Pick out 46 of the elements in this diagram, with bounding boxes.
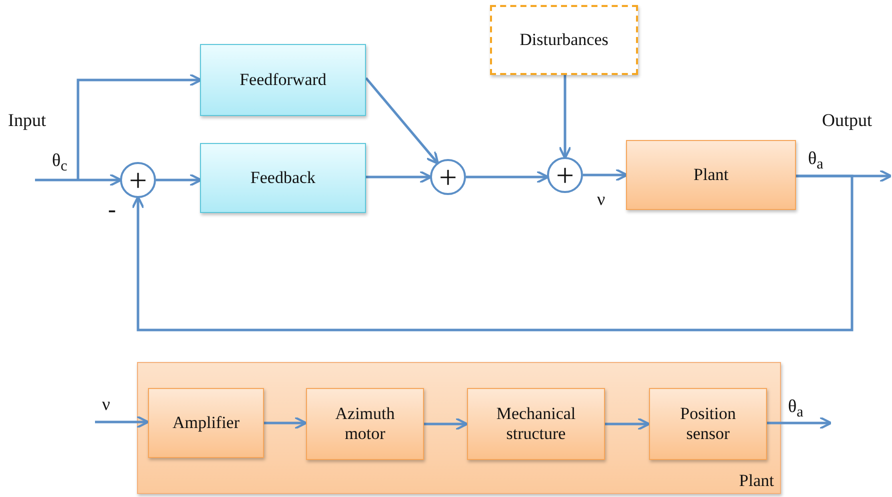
process-block [649, 388, 767, 460]
arrow [766, 416, 832, 430]
container-label: Plant [738, 470, 775, 492]
block-label: Position sensor [679, 402, 737, 445]
signal-label: θ$_{a}$ [808, 149, 824, 173]
arrow [604, 417, 650, 431]
block-label: Mechanical structure [495, 402, 577, 445]
plus-sign: + [128, 162, 148, 198]
arrow [156, 173, 202, 187]
block-label: Feedback [249, 166, 317, 189]
block-label: Plant [692, 164, 730, 186]
arrow [423, 417, 468, 431]
block-label: Azimuth motor [334, 402, 396, 445]
summing-junction [547, 157, 583, 193]
process-block [148, 388, 264, 458]
plus-sign: + [438, 159, 458, 195]
signal-label: ν [102, 395, 110, 413]
arrow [95, 415, 150, 429]
plus-sign: + [554, 157, 576, 193]
block-label: Amplifier [171, 412, 241, 434]
block-label: Disturbances [518, 28, 610, 51]
summing-junction [430, 159, 466, 195]
disturbance-box [490, 5, 638, 75]
process-block [467, 388, 605, 460]
signal-label: - [108, 198, 116, 222]
arrow [76, 73, 202, 180]
arrow [263, 416, 308, 430]
block-label: Feedforward [238, 68, 328, 91]
process-block [626, 140, 796, 210]
plant-container [137, 362, 781, 494]
arrow [131, 174, 854, 332]
signal-label: ν [597, 190, 606, 208]
arrow [466, 170, 550, 184]
arrow [558, 75, 572, 160]
arrow [366, 170, 432, 184]
signal-name: Input [8, 111, 46, 129]
controller-block [200, 44, 366, 116]
arrow [583, 168, 628, 182]
signal-label: θ$_{c}$ [52, 151, 68, 175]
controller-block [200, 143, 366, 213]
summing-junction [120, 162, 156, 198]
process-block [306, 388, 424, 460]
signal-label: θ$_{a}$ [788, 397, 804, 421]
arrow [365, 77, 439, 165]
signal-name: Output [822, 111, 872, 129]
arrow [35, 173, 122, 187]
